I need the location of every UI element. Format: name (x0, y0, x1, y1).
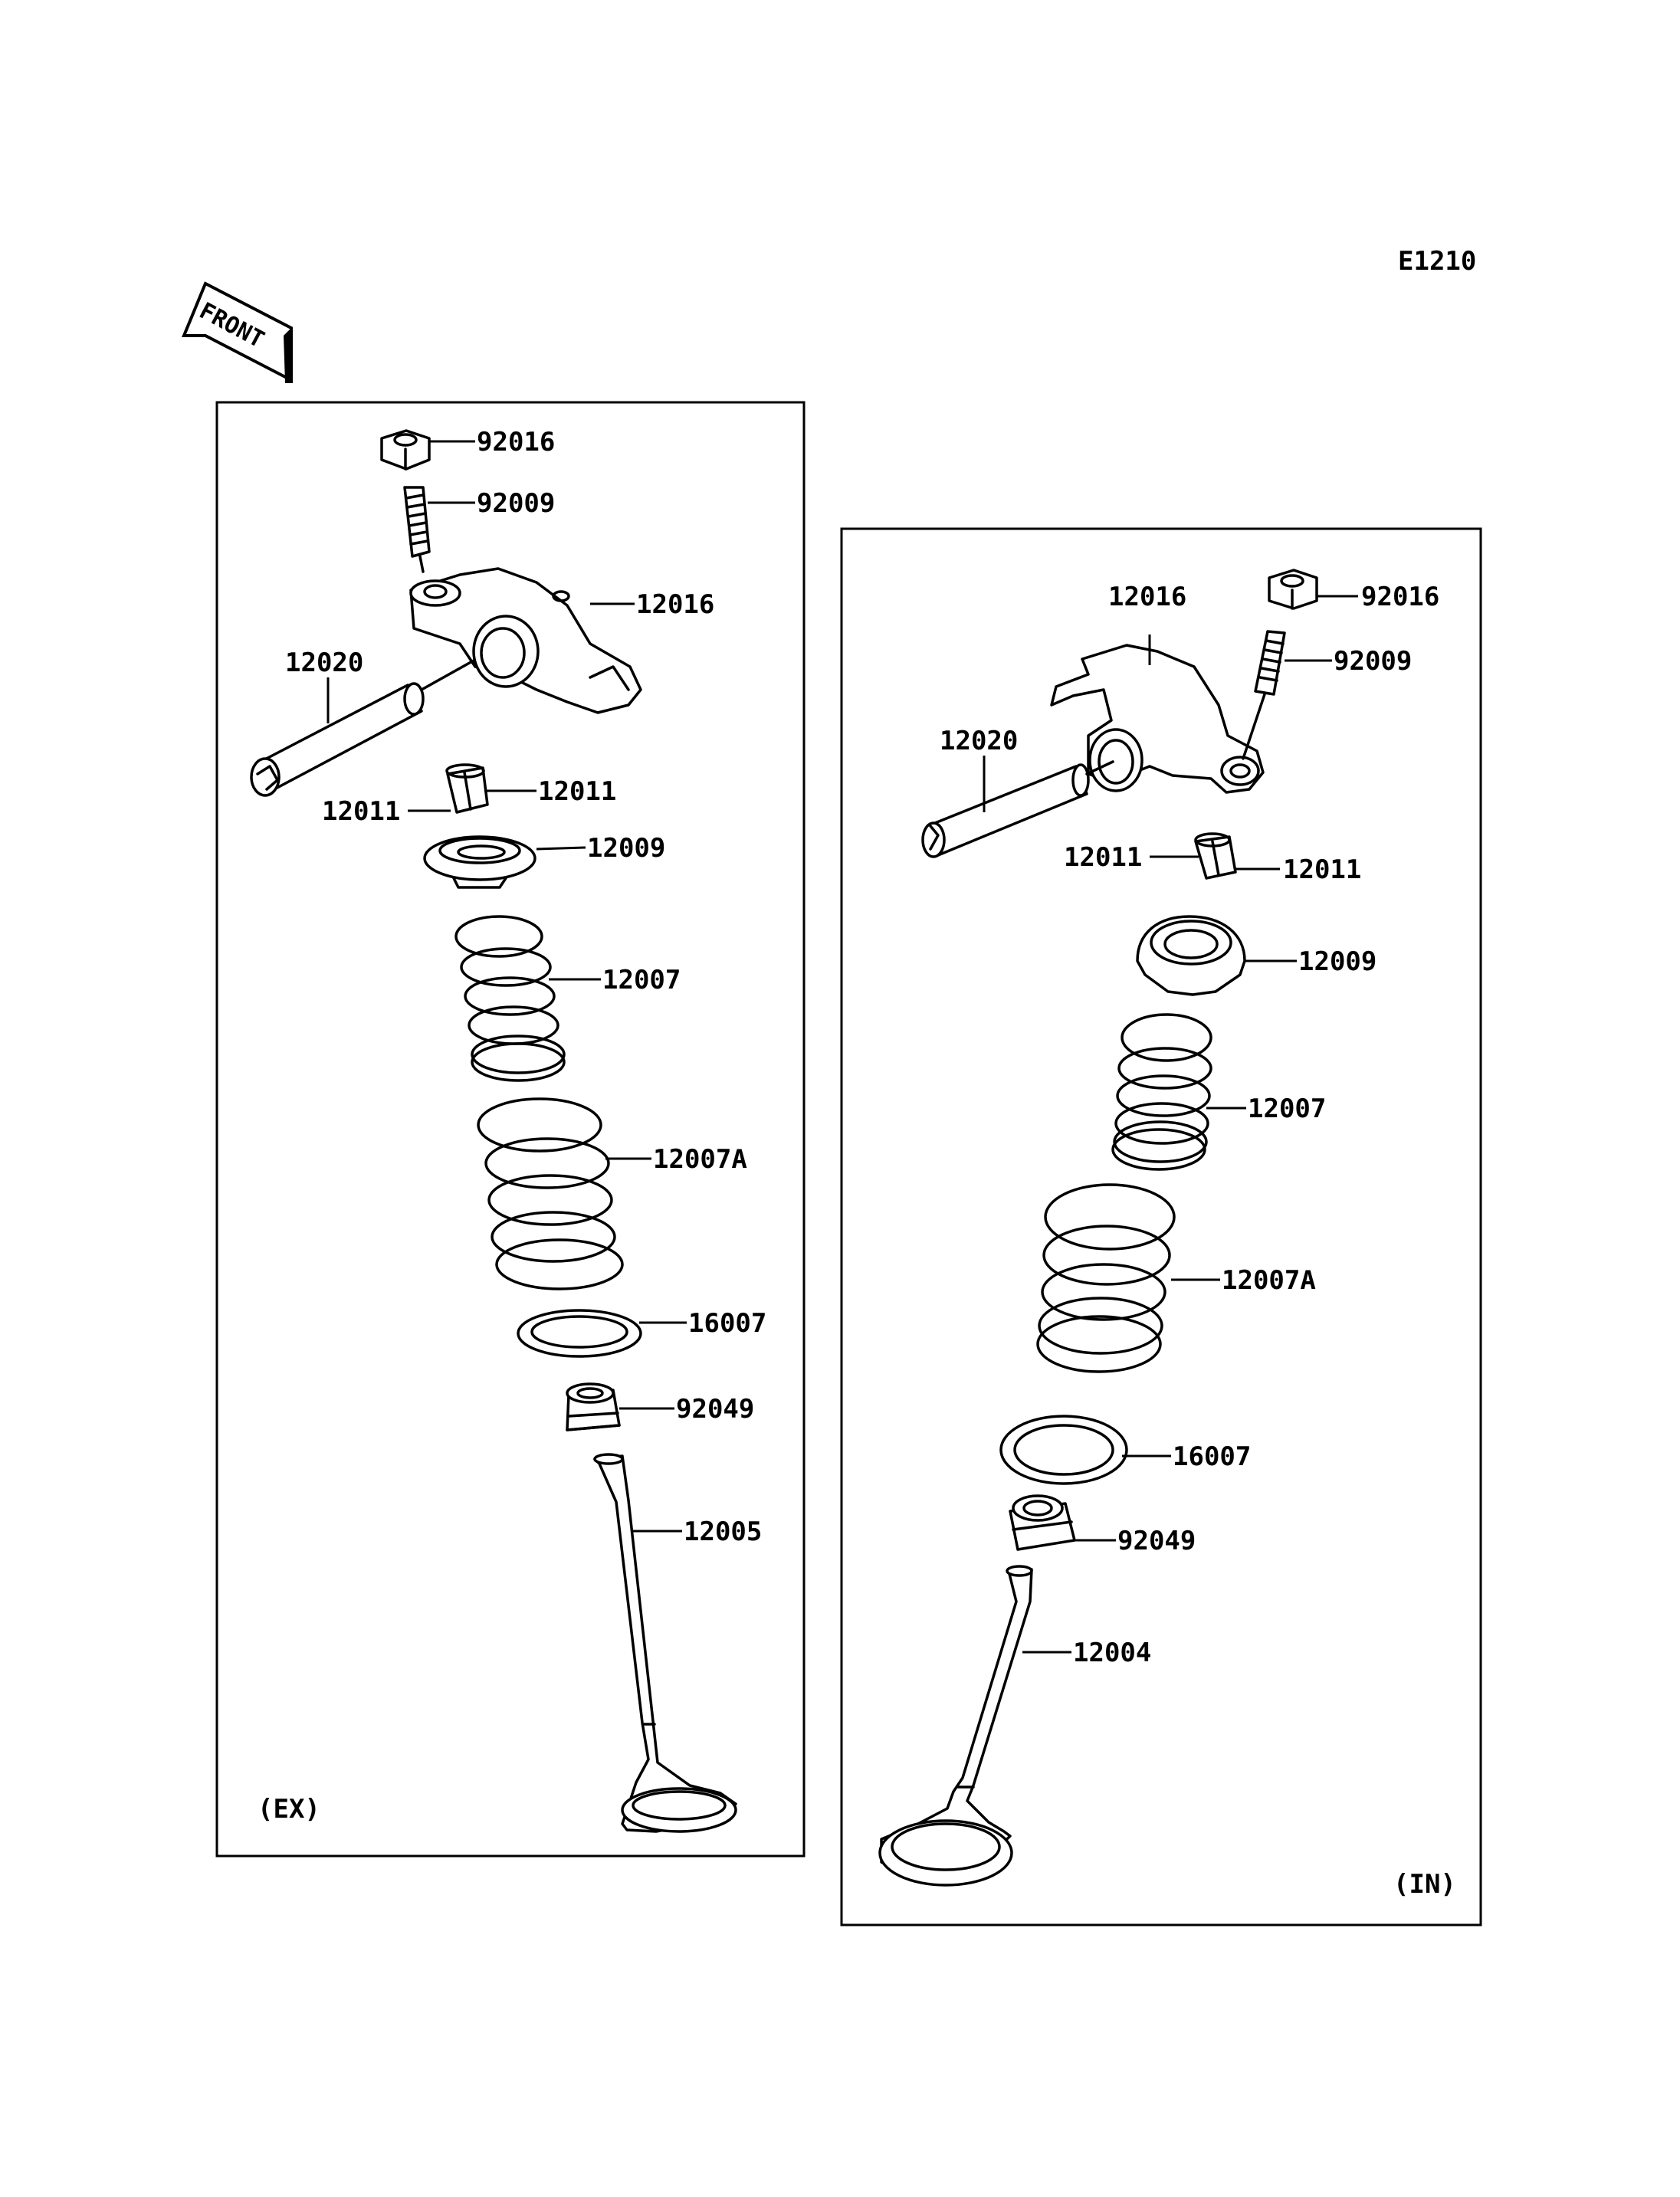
ex-rocker-shaft-drawing (250, 659, 475, 797)
exhaust-panel-tag: (EX) (258, 1794, 320, 1825)
in-callout-12009: 12009 (1298, 946, 1376, 977)
in-retainer-drawing (1136, 915, 1246, 996)
ex-callout-12011-right: 12011 (538, 776, 616, 807)
ex-valve-drawing (593, 1453, 737, 1833)
in-callout-12011-right: 12011 (1283, 854, 1361, 885)
ex-callout-92016: 92016 (477, 427, 555, 457)
ex-keeper-drawing (445, 763, 489, 814)
in-callout-16007: 16007 (1173, 1441, 1251, 1472)
ex-callout-12007A: 12007A (653, 1144, 747, 1175)
ex-outer-spring-drawing (477, 1097, 624, 1290)
ex-rocker-arm-drawing (409, 567, 642, 714)
ex-callout-12007: 12007 (602, 965, 681, 995)
in-valve-drawing (878, 1565, 1033, 1887)
ex-callout-16007: 16007 (688, 1308, 766, 1339)
in-spring-seat-drawing (999, 1415, 1128, 1485)
in-callout-92016: 92016 (1361, 582, 1439, 612)
intake-panel: 12016 92016 92009 12020 (840, 527, 1482, 1926)
ex-callout-12016: 12016 (636, 589, 714, 620)
in-callout-12011-left: 12011 (1064, 842, 1142, 873)
in-callout-92049: 92049 (1117, 1526, 1196, 1556)
diagram-code: E1210 (1398, 246, 1476, 277)
ex-callout-92049: 92049 (676, 1394, 754, 1425)
ex-adjusting-screw-drawing (403, 486, 431, 573)
in-adjusting-screw-drawing (1242, 630, 1286, 760)
in-callout-92009: 92009 (1334, 646, 1412, 677)
ex-callout-12009: 12009 (587, 833, 665, 864)
in-inner-spring-drawing (1111, 1013, 1212, 1171)
in-keeper-drawing (1194, 832, 1237, 880)
in-rocker-arm-drawing (1050, 644, 1265, 794)
ex-inner-spring-drawing (454, 915, 566, 1082)
intake-panel-tag: (IN) (1393, 1869, 1456, 1900)
ex-callout-12020: 12020 (285, 648, 363, 678)
exhaust-panel: 92016 92009 12016 12 (215, 401, 806, 1858)
ex-callout-12005: 12005 (684, 1517, 762, 1547)
in-stem-seal-drawing (1009, 1494, 1076, 1551)
in-callout-12016: 12016 (1108, 582, 1186, 612)
in-callout-12020: 12020 (940, 726, 1018, 756)
exhaust-panel-frame (215, 401, 806, 1858)
ex-spring-seat-drawing (517, 1309, 642, 1358)
in-nut-drawing (1268, 569, 1318, 610)
ex-callout-12011-left: 12011 (322, 796, 400, 827)
in-callout-12007: 12007 (1248, 1094, 1326, 1124)
intake-panel-frame (840, 527, 1482, 1926)
front-arrow-icon: FRONT (182, 281, 293, 383)
in-callout-12007A: 12007A (1222, 1265, 1316, 1296)
in-outer-spring-drawing (1036, 1183, 1176, 1373)
in-rocker-shaft-drawing (921, 760, 1114, 858)
ex-callout-92009: 92009 (477, 488, 555, 519)
ex-nut-drawing (380, 429, 431, 471)
in-callout-12004: 12004 (1073, 1638, 1151, 1668)
ex-stem-seal-drawing (566, 1382, 621, 1431)
ex-retainer-drawing (423, 835, 536, 889)
